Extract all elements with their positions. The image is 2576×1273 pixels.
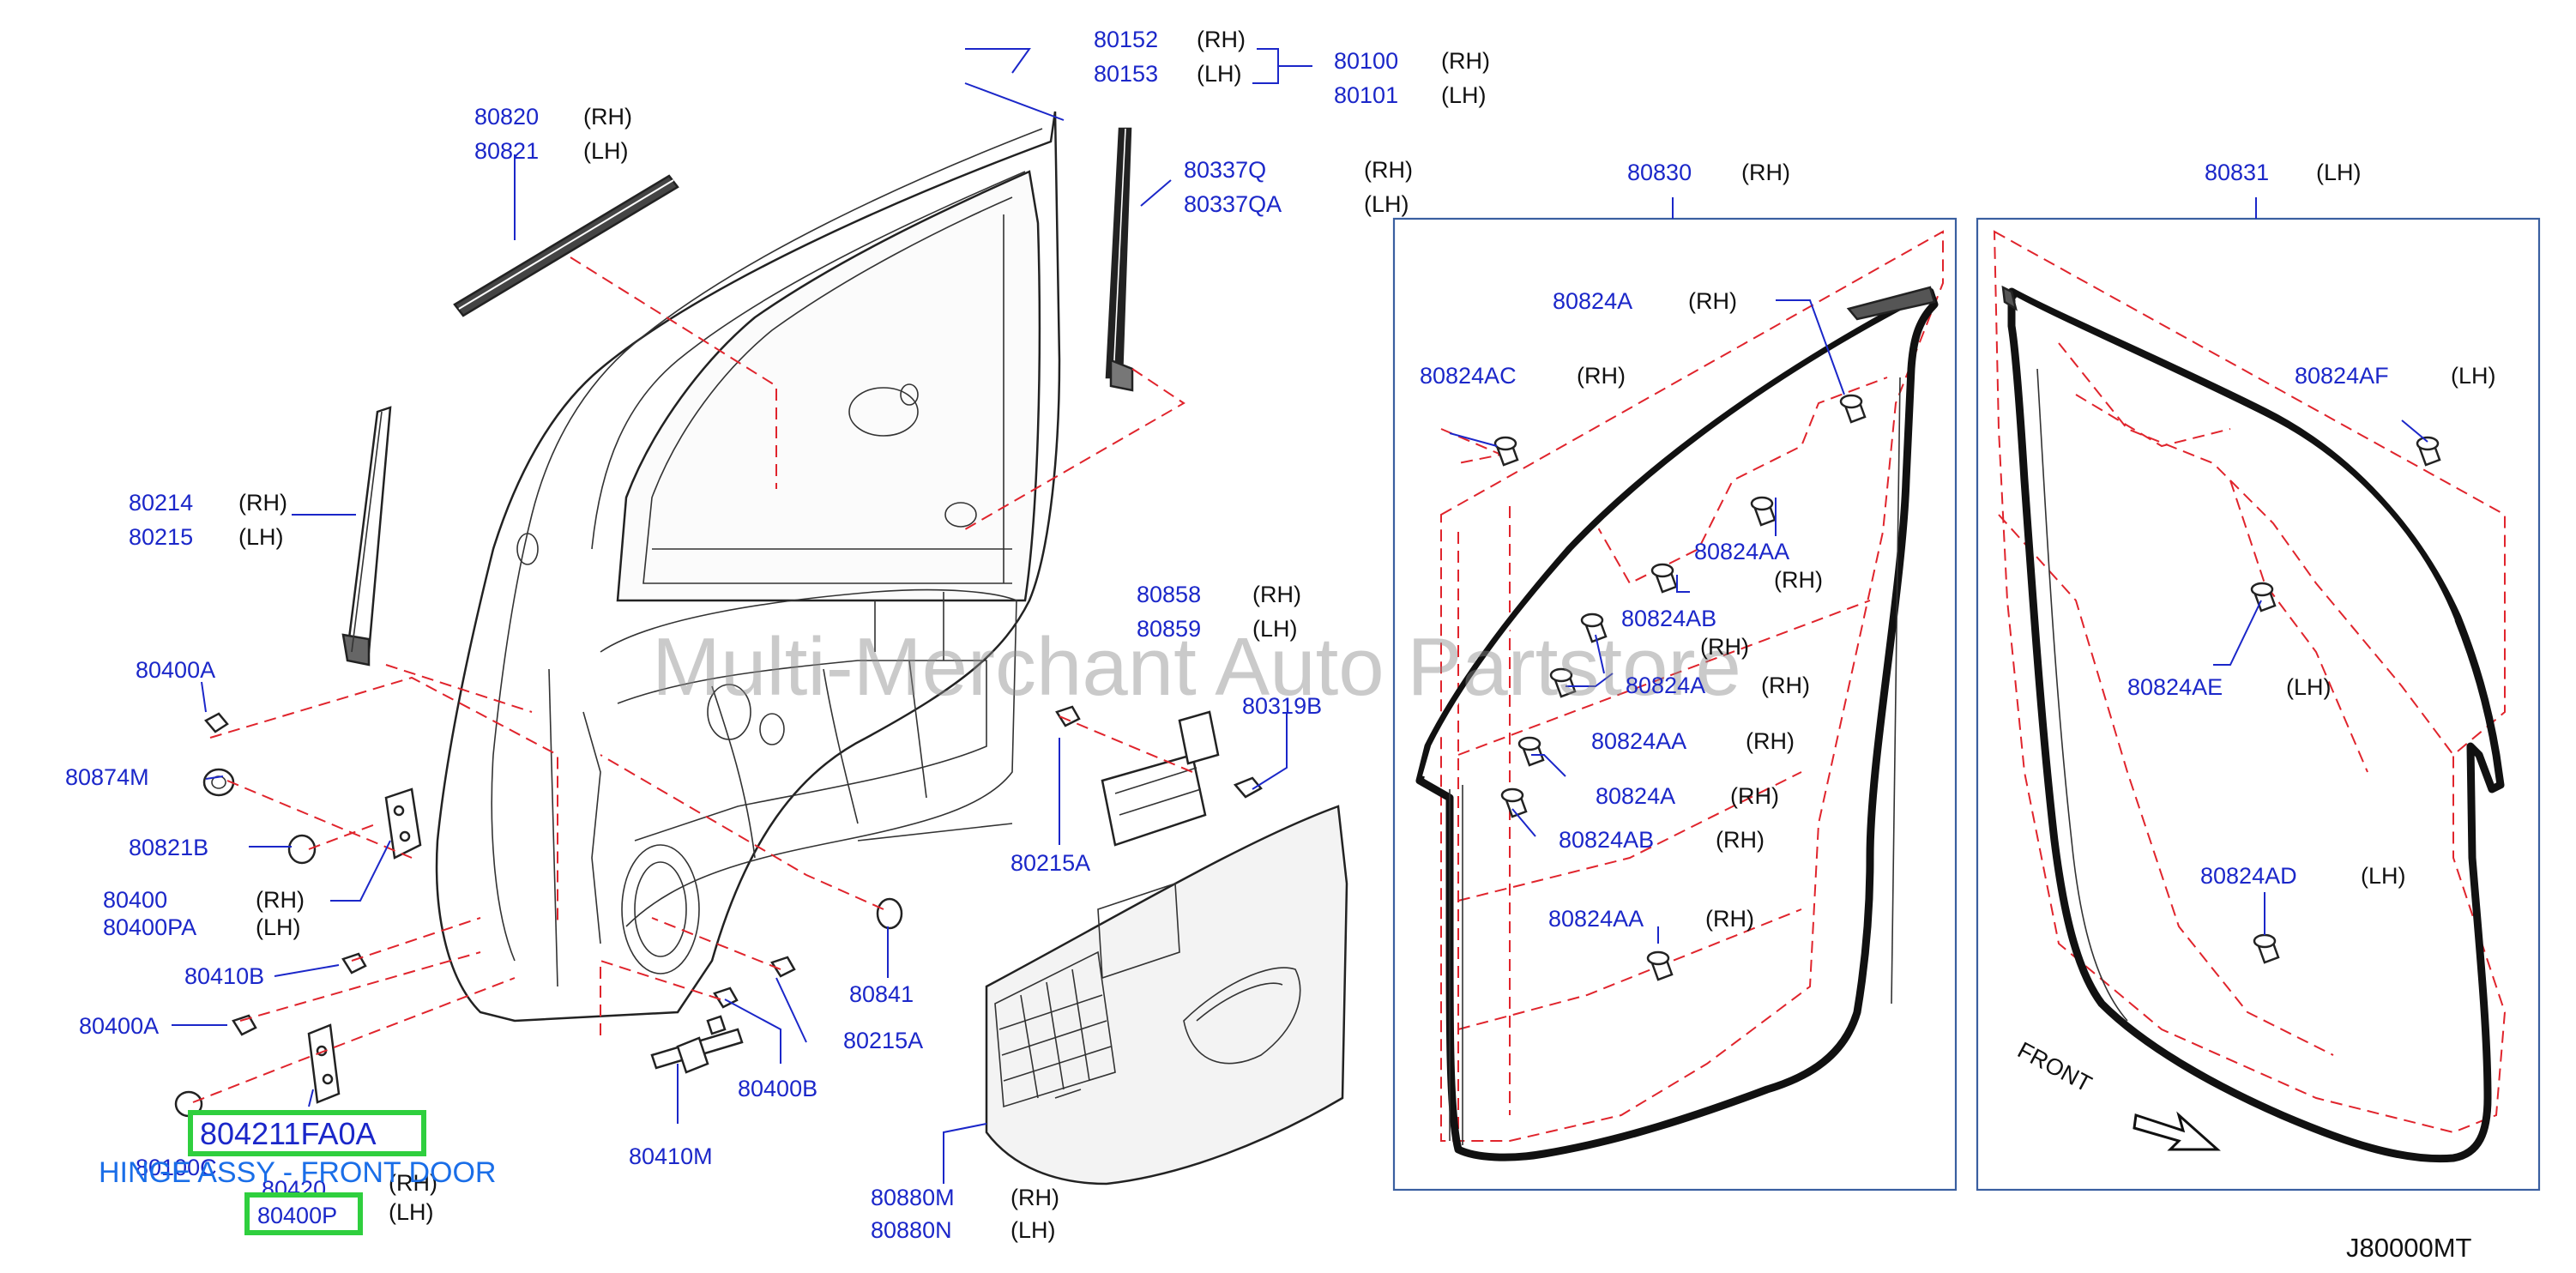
label-80337QA[interactable]: 80337QA xyxy=(1184,191,1282,217)
side-80400: (RH) xyxy=(256,887,305,913)
label-80152[interactable]: 80152 xyxy=(1094,27,1158,52)
door-lock-actuator xyxy=(1101,710,1263,847)
weatherstrip-lh-panel xyxy=(1976,217,2541,1192)
label-80874M[interactable]: 80874M xyxy=(65,764,149,790)
outer-belt-moulding xyxy=(453,174,679,317)
label-80400[interactable]: 80400 xyxy=(103,887,167,913)
side-80859: (LH) xyxy=(1252,616,1298,642)
side-80824A-2: (RH) xyxy=(1761,673,1810,698)
hinge-parts xyxy=(174,705,1081,1118)
sash-channel xyxy=(341,406,392,667)
label-80337Q[interactable]: 80337Q xyxy=(1184,157,1266,183)
side-80824AE: (LH) xyxy=(2286,674,2332,700)
front-label: FRONT xyxy=(2013,1037,2096,1097)
clips xyxy=(1493,394,2441,981)
label-80824AD[interactable]: 80824AD xyxy=(2200,863,2297,889)
weatherstrip-rh-panel xyxy=(1392,217,1958,1192)
side-80824A-3: (RH) xyxy=(1730,783,1779,809)
side-80824AF: (LH) xyxy=(2451,363,2496,389)
side-80880M: (RH) xyxy=(1010,1185,1059,1210)
highlight-box-secondary[interactable] xyxy=(244,1192,363,1235)
label-80841[interactable]: 80841 xyxy=(849,981,914,1007)
highlight-part-number[interactable]: 804211FA0A xyxy=(200,1116,377,1151)
label-80215A-lower[interactable]: 80215A xyxy=(843,1028,923,1053)
side-80824A-1: (RH) xyxy=(1688,288,1737,314)
label-80824A-3[interactable]: 80824A xyxy=(1596,783,1675,809)
label-80824AC[interactable]: 80824AC xyxy=(1420,363,1517,389)
highlighted-part[interactable]: 804211FA0A HINGE ASSY - FRONT DOOR 80400… xyxy=(99,1110,496,1235)
side-80824AA-1: (RH) xyxy=(1774,567,1823,593)
label-80319B[interactable]: 80319B xyxy=(1242,693,1322,719)
label-80820[interactable]: 80820 xyxy=(474,104,539,130)
front-arrow xyxy=(2133,1111,2221,1151)
label-80858[interactable]: 80858 xyxy=(1137,582,1201,607)
label-80410B[interactable]: 80410B xyxy=(184,963,264,989)
label-80830[interactable]: 80830 xyxy=(1627,160,1692,185)
side-80153: (LH) xyxy=(1197,61,1242,87)
label-80100C[interactable]: 80100C xyxy=(136,1155,217,1180)
label-80101[interactable]: 80101 xyxy=(1334,82,1398,108)
side-80880N: (LH) xyxy=(1010,1217,1056,1243)
diagram-code: J80000MT xyxy=(2346,1233,2472,1263)
label-80824A-1[interactable]: 80824A xyxy=(1553,288,1632,314)
label-80824AA-3[interactable]: 80824AA xyxy=(1548,906,1644,932)
label-80831[interactable]: 80831 xyxy=(2205,160,2269,185)
label-80215[interactable]: 80215 xyxy=(129,524,193,550)
label-80880N[interactable]: 80880N xyxy=(871,1217,952,1243)
label-80100[interactable]: 80100 xyxy=(1334,48,1398,74)
label-80215A-upper[interactable]: 80215A xyxy=(1010,850,1090,876)
label-80880M[interactable]: 80880M xyxy=(871,1185,955,1210)
leader-lines xyxy=(172,48,2428,1184)
side-80824AB-2: (RH) xyxy=(1716,827,1765,853)
side-80858: (RH) xyxy=(1252,582,1301,607)
highlight-caption: HINGE ASSY - FRONT DOOR xyxy=(99,1156,496,1189)
label-80824AA-2[interactable]: 80824AA xyxy=(1591,728,1686,754)
highlight-box-primary[interactable] xyxy=(188,1110,426,1156)
label-80821B[interactable]: 80821B xyxy=(129,835,208,860)
side-80824AC: (RH) xyxy=(1577,363,1626,389)
label-80821[interactable]: 80821 xyxy=(474,138,539,164)
side-80214: (RH) xyxy=(238,490,287,516)
door-trim-panel xyxy=(985,805,1348,1186)
door-shell xyxy=(435,111,1061,1023)
side-80420: (RH) xyxy=(389,1170,437,1196)
highlight-secondary-number[interactable]: 80400P xyxy=(257,1203,337,1228)
side-80831: (LH) xyxy=(2316,160,2362,185)
label-80824AB-2[interactable]: 80824AB xyxy=(1559,827,1654,853)
side-80215: (LH) xyxy=(238,524,284,550)
label-80400PA[interactable]: 80400PA xyxy=(103,914,196,940)
label-80214[interactable]: 80214 xyxy=(129,490,193,516)
side-80824AA-2: (RH) xyxy=(1746,728,1795,754)
side-80400PA: (LH) xyxy=(256,914,301,940)
assembly-guide-lines xyxy=(192,256,1193,1103)
side-80824AA-3: (RH) xyxy=(1705,906,1754,932)
label-80400B[interactable]: 80400B xyxy=(738,1076,817,1101)
label-80824AE[interactable]: 80824AE xyxy=(2127,674,2223,700)
side-80100: (RH) xyxy=(1441,48,1490,74)
side-80820: (RH) xyxy=(583,104,632,130)
label-80824AB-1[interactable]: 80824AB xyxy=(1621,606,1716,631)
label-80410M[interactable]: 80410M xyxy=(629,1143,713,1169)
side-80152: (RH) xyxy=(1197,27,1246,52)
watermark: Multi-Merchant Auto Partstore xyxy=(652,621,1741,713)
side-80337Q: (RH) xyxy=(1364,157,1413,183)
side-80830: (RH) xyxy=(1741,160,1790,185)
label-80824A-2[interactable]: 80824A xyxy=(1626,673,1705,698)
label-80824AA-1[interactable]: 80824AA xyxy=(1694,539,1789,564)
door-check xyxy=(650,1015,744,1074)
side-80337QA: (LH) xyxy=(1364,191,1409,217)
side-80824AB-1: (RH) xyxy=(1700,634,1749,660)
side-80821: (LH) xyxy=(583,138,629,164)
side-80824AD: (LH) xyxy=(2361,863,2406,889)
side-80101: (LH) xyxy=(1441,82,1487,108)
label-80824AF[interactable]: 80824AF xyxy=(2295,363,2389,389)
rear-sash xyxy=(1105,127,1134,392)
side-80400P: (LH) xyxy=(389,1199,434,1225)
label-80859[interactable]: 80859 xyxy=(1137,616,1201,642)
label-80400A-upper[interactable]: 80400A xyxy=(136,657,215,683)
label-80400A-lower[interactable]: 80400A xyxy=(79,1013,159,1039)
label-80153[interactable]: 80153 xyxy=(1094,61,1158,87)
